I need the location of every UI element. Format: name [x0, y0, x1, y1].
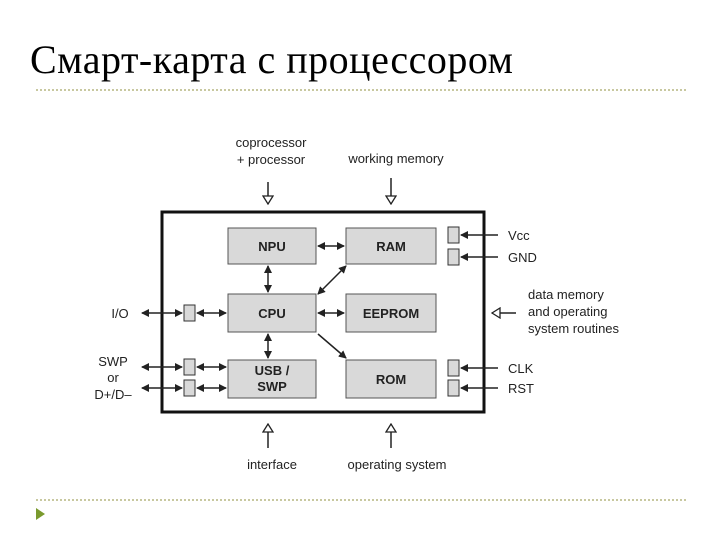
cpu-rom-arrow — [317, 333, 347, 359]
swp-label: SWP — [98, 354, 128, 369]
eeprom-label: EEPROM — [363, 306, 419, 321]
io-pad — [183, 304, 196, 322]
eeprom-block — [345, 293, 437, 333]
title-divider — [36, 89, 686, 91]
usb-label: USB / — [255, 363, 290, 378]
cpu-block — [227, 293, 317, 333]
operating-system-label: operating system — [348, 457, 447, 472]
dplus-label: D+/D– — [94, 387, 132, 402]
rst-pad — [447, 379, 460, 397]
operating-routines-label: and operating — [528, 304, 608, 319]
clk-label: CLK — [508, 361, 534, 376]
interface-label: interface — [247, 457, 297, 472]
rom-block — [345, 359, 437, 399]
data-memory-label: data memory — [528, 287, 604, 302]
footer-divider — [36, 499, 686, 501]
usb-swp-block — [227, 359, 317, 399]
swp-block-label: SWP — [257, 379, 287, 394]
gnd-label: GND — [508, 250, 537, 265]
slide-bullet-arrow-icon — [36, 508, 45, 520]
dplus-pad — [183, 379, 196, 397]
npu-block — [227, 227, 317, 265]
rom-label: ROM — [376, 372, 406, 387]
swp-pad — [183, 358, 196, 376]
ram-label: RAM — [376, 239, 406, 254]
ram-block — [345, 227, 437, 265]
processor-label: + processor — [237, 152, 306, 167]
clk-pad — [447, 359, 460, 377]
system-routines-label: system routines — [528, 321, 620, 336]
working-memory-label: working memory — [347, 151, 444, 166]
rst-label: RST — [508, 381, 534, 396]
vcc-pad — [447, 226, 460, 244]
io-label: I/O — [111, 306, 128, 321]
slide-title: Смарт-карта с процессором — [30, 37, 514, 82]
cpu-ram-arrow — [317, 265, 347, 295]
npu-label: NPU — [258, 239, 285, 254]
or-label: or — [107, 370, 119, 385]
coprocessor-label: coprocessor — [236, 135, 307, 150]
gnd-pad — [447, 248, 460, 266]
vcc-label: Vcc — [508, 228, 530, 243]
cpu-label: CPU — [258, 306, 285, 321]
